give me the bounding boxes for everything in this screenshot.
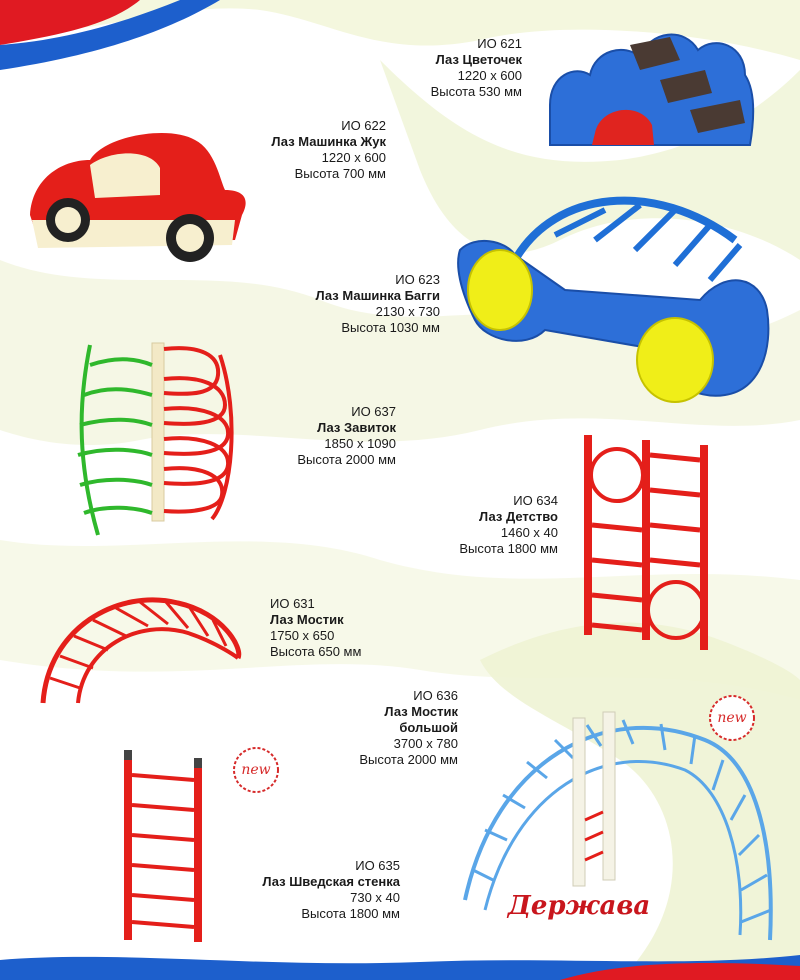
product-name: Лаз Завиток xyxy=(317,420,396,435)
product-code: ИО 631 xyxy=(270,596,315,611)
product-code: ИО 635 xyxy=(355,858,400,873)
brand-logo-text: Держава xyxy=(507,891,651,921)
product-size: 1750 x 650 xyxy=(270,628,335,643)
product-name: Лаз Машинка Жук xyxy=(271,134,386,149)
product-code: ИО 623 xyxy=(395,272,440,287)
product-name: Лаз Шведская стенка xyxy=(262,874,400,889)
buggy-car-illustration xyxy=(457,196,770,403)
product-height: Высота 2000 мм xyxy=(359,752,458,767)
product-size: 1220 x 600 xyxy=(457,68,522,83)
product-code: ИО 634 xyxy=(513,493,558,508)
product-height: Высота 530 мм xyxy=(430,84,522,99)
product-height: Высота 700 мм xyxy=(294,166,386,181)
product-size: 1460 x 40 xyxy=(500,525,558,540)
product-631: ИО 631 Лаз Мостик 1750 x 650 Высота 650 … xyxy=(270,596,390,660)
product-size: 1220 x 600 xyxy=(321,150,386,165)
product-name: Лаз Мостик xyxy=(270,612,344,627)
product-size: 730 x 40 xyxy=(350,890,400,905)
product-height: Высота 650 мм xyxy=(270,644,362,659)
product-size: 3700 x 780 xyxy=(393,736,458,751)
beetle-car-illustration xyxy=(30,132,246,262)
product-634: ИО 634 Лаз Детство 1460 x 40 Высота 1800… xyxy=(426,493,558,557)
product-height: Высота 1030 мм xyxy=(341,320,440,335)
swedish-wall-illustration xyxy=(124,750,202,942)
spiral-crawl-illustration xyxy=(77,342,234,536)
ladder-with-rings-illustration xyxy=(584,435,708,650)
product-height: Высота 1800 мм xyxy=(459,541,558,556)
brand-logo: Держава xyxy=(507,872,651,940)
product-size: 1850 x 1090 xyxy=(324,436,396,451)
new-badge-left: new xyxy=(233,747,279,793)
product-637: ИО 637 Лаз Завиток 1850 x 1090 Высота 20… xyxy=(250,404,396,468)
product-name: Лаз Мостик xyxy=(384,704,458,719)
new-badge-text: new xyxy=(241,762,270,778)
flower-crawl-illustration xyxy=(549,33,755,146)
product-622: ИО 622 Лаз Машинка Жук 1220 x 600 Высота… xyxy=(236,118,386,182)
product-code: ИО 621 xyxy=(477,36,522,51)
product-636: ИО 636 Лаз Мостик большой 3700 x 780 Выс… xyxy=(320,688,458,768)
new-badge-right: new xyxy=(709,695,755,741)
product-623: ИО 623 Лаз Машинка Багги 2130 x 730 Высо… xyxy=(270,272,440,336)
bridge-crawl-illustration xyxy=(40,597,242,704)
product-name: Лаз Детство xyxy=(479,509,558,524)
product-size: 2130 x 730 xyxy=(375,304,440,319)
product-height: Высота 2000 мм xyxy=(297,452,396,467)
product-name: Лаз Машинка Багги xyxy=(315,288,440,303)
product-635: ИО 635 Лаз Шведская стенка 730 x 40 Высо… xyxy=(222,858,400,922)
product-name-line2: большой xyxy=(399,720,458,735)
new-badge-text: new xyxy=(717,710,746,726)
product-621: ИО 621 Лаз Цветочек 1220 x 600 Высота 53… xyxy=(390,36,522,100)
product-height: Высота 1800 мм xyxy=(301,906,400,921)
product-code: ИО 636 xyxy=(413,688,458,703)
product-name: Лаз Цветочек xyxy=(435,52,522,67)
product-code: ИО 622 xyxy=(341,118,386,133)
big-bridge-illustration xyxy=(463,711,773,941)
product-code: ИО 637 xyxy=(351,404,396,419)
